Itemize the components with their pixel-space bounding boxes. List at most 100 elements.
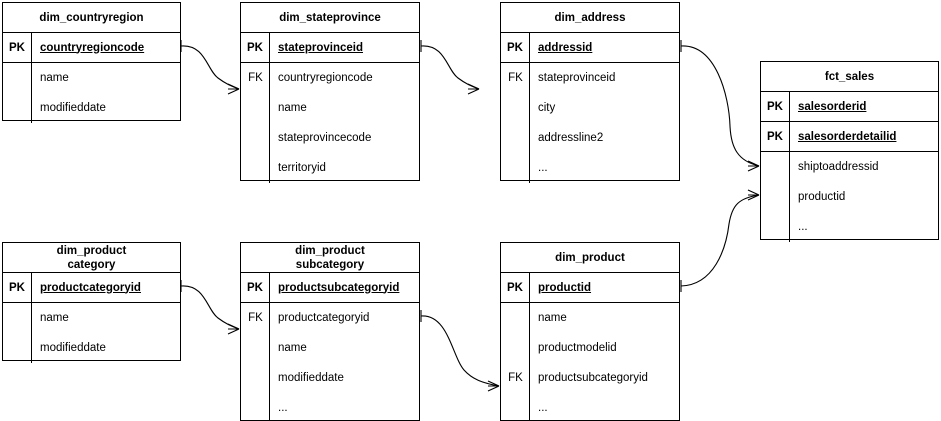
fk-tag: FK: [248, 72, 263, 84]
key-tag: PK: [761, 92, 790, 121]
key-tag: PK: [241, 33, 270, 62]
entity-dim-countryregion[interactable]: dim_countryregion PK countryregioncode n…: [2, 2, 181, 123]
relationship-line: [420, 45, 480, 90]
entity-attribute-block: name modifieddate: [3, 63, 180, 123]
entity-dim-address[interactable]: dim_address PK addressid FK stateprovinc…: [500, 2, 680, 183]
fk-tag: FK: [508, 372, 523, 384]
attribute-list: name modifieddate: [32, 63, 180, 123]
attribute-row: addressline2: [538, 132, 604, 144]
entity-attribute-block: FK productcategoryid name modifieddate .…: [241, 303, 419, 421]
entity-key-row[interactable]: PK productsubcategoryid: [241, 273, 419, 303]
attribute-key-gutter: FK: [501, 63, 530, 183]
attribute-row: name: [278, 342, 307, 354]
entity-key-row[interactable]: PK stateprovinceid: [241, 33, 419, 63]
attribute-row: name: [538, 312, 567, 324]
attribute-row: ...: [798, 221, 808, 233]
entity-key-row[interactable]: PK salesorderid: [761, 92, 938, 122]
relationship-address-fctsales: [680, 40, 760, 172]
entity-key-row[interactable]: PK productid: [501, 273, 679, 303]
attribute-list: shiptoaddressid productid ...: [790, 152, 938, 242]
key-tag: PK: [3, 33, 32, 62]
attribute-row: ...: [538, 402, 548, 414]
entity-fct-sales[interactable]: fct_sales PK salesorderid PK salesorderd…: [760, 61, 939, 242]
attribute-row: ...: [278, 402, 288, 414]
relationship-productsubcategory-product: [420, 310, 500, 392]
entity-title: fct_sales: [761, 62, 938, 92]
attribute-key-gutter: FK: [501, 303, 530, 421]
key-tag: PK: [3, 273, 32, 302]
attribute-row: ...: [538, 162, 548, 174]
attribute-row: stateprovinceid: [538, 72, 616, 84]
fk-tag: FK: [508, 72, 523, 84]
key-name: addressid: [538, 41, 593, 54]
cardinality-many-marker: [747, 189, 760, 201]
cardinality-many-marker: [227, 323, 240, 335]
attribute-key-gutter: FK: [241, 303, 270, 421]
attribute-list: stateprovinceid city addressline2 ...: [530, 63, 679, 183]
attribute-row: productmodelid: [538, 342, 617, 354]
entity-key-row[interactable]: PK addressid: [501, 33, 679, 63]
entity-attribute-block: FK stateprovinceid city addressline2 ...: [501, 63, 679, 183]
attribute-row: name: [40, 312, 69, 324]
attribute-row: modifieddate: [278, 372, 344, 384]
key-name: productcategoryid: [40, 281, 141, 294]
attribute-list: name productmodelid productsubcategoryid…: [530, 303, 679, 421]
key-tag: PK: [501, 273, 530, 302]
attribute-list: productcategoryid name modifieddate ...: [270, 303, 419, 421]
key-name: productsubcategoryid: [278, 281, 400, 294]
entity-title: dim_product category: [3, 243, 180, 273]
cardinality-many-marker: [467, 83, 480, 95]
attribute-row: name: [278, 102, 307, 114]
attribute-list: name modifieddate: [32, 303, 180, 363]
cardinality-many-marker: [487, 380, 500, 392]
key-tag: PK: [761, 122, 790, 151]
key-name: stateprovinceid: [278, 41, 363, 54]
cardinality-many-marker: [227, 83, 240, 95]
relationship-line: [180, 285, 240, 330]
attribute-row: countryregioncode: [278, 72, 373, 84]
relationship-line: [420, 315, 500, 387]
key-tag: PK: [501, 33, 530, 62]
entity-title: dim_countryregion: [3, 3, 180, 33]
attribute-key-gutter: [761, 152, 790, 242]
entity-dim-productcategory[interactable]: dim_product category PK productcategoryi…: [2, 242, 181, 363]
attribute-row: productcategoryid: [278, 312, 370, 324]
entity-title: dim_address: [501, 3, 679, 33]
attribute-key-gutter: [3, 63, 32, 123]
relationship-line: [680, 194, 760, 287]
entity-attribute-block: name modifieddate: [3, 303, 180, 363]
attribute-key-gutter: FK: [241, 63, 270, 183]
entity-title: dim_product: [501, 243, 679, 273]
attribute-row: stateprovincecode: [278, 132, 372, 144]
fk-tag: FK: [248, 312, 263, 324]
attribute-row: modifieddate: [40, 102, 106, 114]
relationship-line: [680, 45, 760, 167]
entity-attribute-block: FK name productmodelid productsubcategor…: [501, 303, 679, 421]
attribute-row: city: [538, 102, 556, 114]
entity-dim-productsubcategory[interactable]: dim_product subcategory PK productsubcat…: [240, 242, 420, 421]
attribute-row: productid: [798, 191, 846, 203]
key-name: productid: [538, 281, 592, 294]
attribute-key-gutter: [3, 303, 32, 363]
attribute-row: territoryid: [278, 162, 326, 174]
attribute-row: name: [40, 72, 69, 84]
entity-key-row[interactable]: PK productcategoryid: [3, 273, 180, 303]
attribute-row: productsubcategoryid: [538, 372, 648, 384]
key-name: salesorderdetailid: [798, 130, 897, 143]
entity-key-row[interactable]: PK salesorderdetailid: [761, 122, 938, 152]
cardinality-many-marker: [747, 160, 760, 172]
entity-dim-stateprovince[interactable]: dim_stateprovince PK stateprovinceid FK …: [240, 2, 420, 183]
entity-attribute-block: shiptoaddressid productid ...: [761, 152, 938, 242]
key-name: countryregioncode: [40, 41, 145, 54]
relationship-countryregion-stateprovince: [180, 40, 240, 95]
key-name: salesorderid: [798, 100, 867, 113]
entity-dim-product[interactable]: dim_product PK productid FK name product…: [500, 242, 680, 421]
entity-title: dim_stateprovince: [241, 3, 419, 33]
relationship-stateprovince-address: [420, 40, 480, 95]
entity-title: dim_product subcategory: [241, 243, 419, 273]
relationship-productcategory-productsubcategory: [180, 280, 240, 335]
key-tag: PK: [241, 273, 270, 302]
entity-key-row[interactable]: PK countryregioncode: [3, 33, 180, 63]
relationship-product-fctsales: [680, 189, 760, 292]
